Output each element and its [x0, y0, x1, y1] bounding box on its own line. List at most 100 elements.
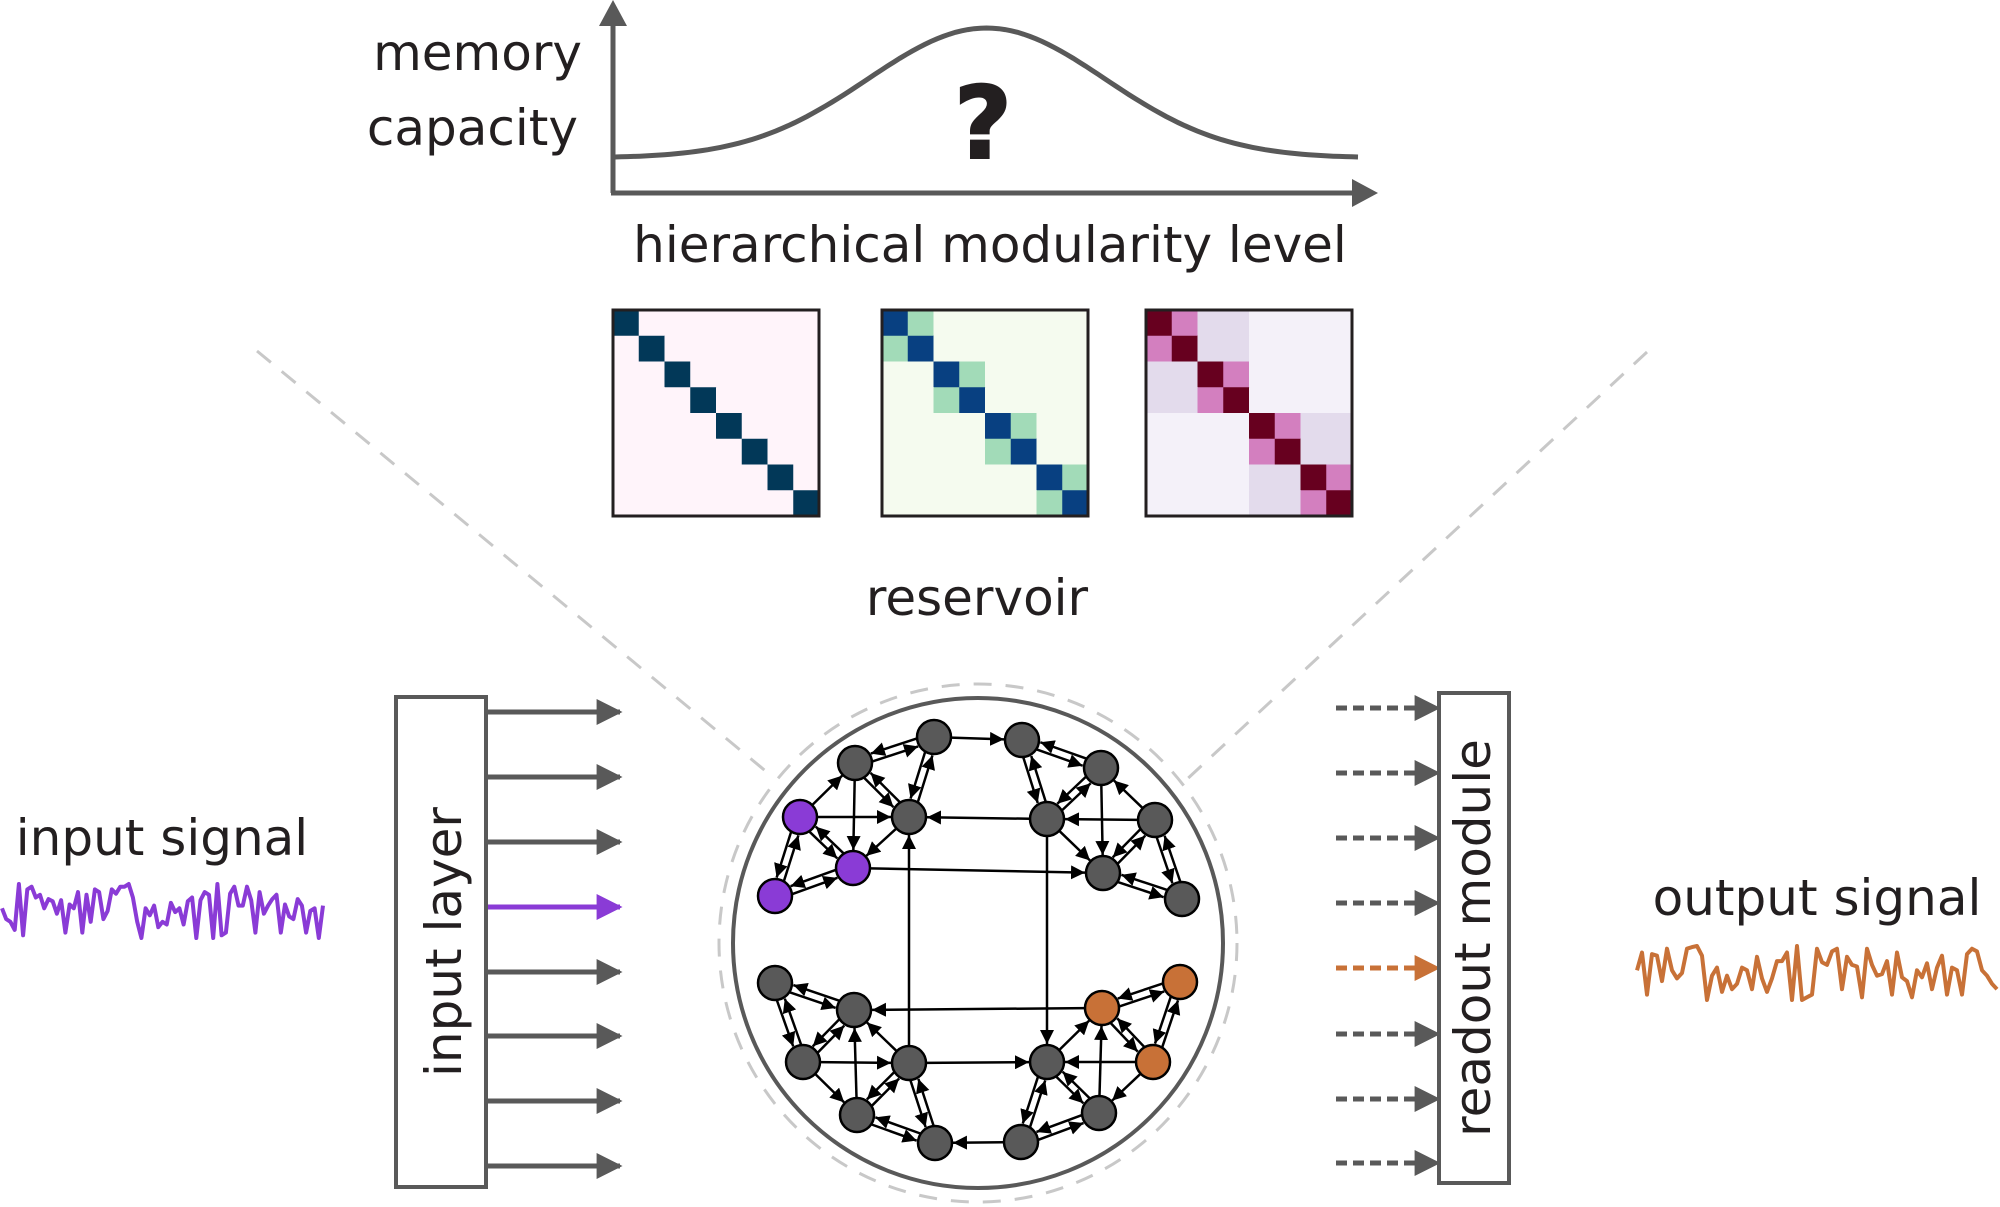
- matrix-cell: [1223, 387, 1250, 414]
- matrix-cell: [933, 413, 960, 440]
- matrix-cell: [985, 464, 1012, 491]
- edge-Q-N: [847, 1027, 862, 1099]
- matrix-cell: [741, 490, 768, 517]
- matrix-cell: [1146, 387, 1173, 414]
- matrix-cell: [959, 413, 986, 440]
- edge-G-I: [1022, 757, 1041, 804]
- matrix-cell: [1300, 387, 1327, 414]
- zoom-guide-left: [256, 349, 769, 775]
- edge-W-T: [1094, 1025, 1109, 1097]
- matrix-cell: [664, 490, 691, 517]
- matrix-cell: [1036, 490, 1063, 517]
- y-axis-arrowhead: [599, 0, 627, 26]
- matrix-cell: [1326, 438, 1353, 465]
- matrix-cell: [613, 413, 640, 440]
- output-signal-waveform: [1635, 944, 1999, 1002]
- readout-module-box: [1437, 691, 1511, 1185]
- matrix-cell: [793, 387, 820, 414]
- matrix-cell: [613, 438, 640, 465]
- input-node: [756, 877, 794, 915]
- matrix-cell: [664, 361, 691, 388]
- matrix-cell: [907, 387, 934, 414]
- reservoir-node: [890, 1044, 928, 1082]
- matrix-cell: [1062, 361, 1089, 388]
- matrix-cell: [1146, 310, 1173, 337]
- matrix-cell: [690, 361, 717, 388]
- matrix-cell: [767, 387, 794, 414]
- matrix-cell: [959, 361, 986, 388]
- matrix-cell: [638, 438, 665, 465]
- edge-H-K: [1095, 784, 1110, 856]
- edge-C-E: [865, 827, 898, 857]
- edge-I-H: [1061, 782, 1092, 812]
- matrix-cell: [1274, 438, 1301, 465]
- edge-B-C: [863, 776, 895, 808]
- matrix-cell: [613, 361, 640, 388]
- edge-A-B: [870, 737, 917, 756]
- matrix-cell: [1010, 438, 1037, 465]
- matrix-cell: [690, 490, 717, 517]
- matrix-cell: [959, 490, 986, 517]
- reservoir-node: [890, 798, 928, 836]
- matrix-cell: [767, 490, 794, 517]
- matrix-frame: [1144, 308, 1354, 518]
- matrix-cell: [933, 438, 960, 465]
- matrix-cell: [1223, 490, 1250, 517]
- matrix-cell: [933, 490, 960, 517]
- edge-A-G: [950, 731, 1005, 746]
- matrix-cell: [985, 413, 1012, 440]
- matrix-cell: [1249, 361, 1276, 388]
- matrix-cell: [1036, 413, 1063, 440]
- edge-I-K: [1058, 829, 1091, 862]
- matrix-cell: [1197, 335, 1224, 362]
- matrix-cell: [1300, 438, 1327, 465]
- matrix-frame: [611, 308, 821, 518]
- edge-F-E: [791, 875, 838, 896]
- edge-X-W: [1037, 1121, 1084, 1141]
- matrix-cell: [638, 361, 665, 388]
- matrix-cell: [741, 310, 768, 337]
- edge-V-S: [1161, 999, 1181, 1048]
- matrix-cell: [690, 438, 717, 465]
- readout-arrows: [1336, 695, 1441, 1176]
- matrix-cell: [690, 335, 717, 362]
- reservoir-node: [838, 1096, 876, 1134]
- edge-T-S: [1118, 989, 1165, 1008]
- input-signal-label: input signal: [16, 809, 308, 867]
- matrix-cell: [690, 413, 717, 440]
- matrix-cell: [882, 413, 909, 440]
- edge-R-Q: [874, 1115, 921, 1135]
- matrix-cell: [1036, 335, 1063, 362]
- matrix-cell: [741, 387, 768, 414]
- edge-F-D: [782, 834, 801, 882]
- matrix-cell: [1300, 464, 1327, 491]
- reservoir-zoom-outline: [717, 682, 1239, 1204]
- matrix-cell: [985, 361, 1012, 388]
- readout-module-label: readout module: [1444, 739, 1502, 1137]
- edge-B-E: [846, 779, 861, 851]
- matrix-cell: [1010, 413, 1037, 440]
- matrix-cell: [767, 310, 794, 337]
- edge-O-Q: [814, 1073, 846, 1104]
- edge-H-G: [1039, 740, 1087, 760]
- matrix-cell: [1223, 361, 1250, 388]
- matrix-cell: [1326, 387, 1353, 414]
- matrix-cell: [664, 310, 691, 337]
- matrix-cell: [793, 464, 820, 491]
- matrix-cell: [985, 335, 1012, 362]
- matrix-cell: [767, 464, 794, 491]
- output-node: [1083, 989, 1121, 1027]
- matrix-cell: [1223, 438, 1250, 465]
- edge-I-G: [1028, 755, 1047, 802]
- matrix-cell: [1171, 361, 1198, 388]
- edge-J-K: [1111, 828, 1142, 859]
- matrix-cell: [907, 438, 934, 465]
- matrix-cell: [664, 413, 691, 440]
- zoom-guide-right: [1182, 350, 1649, 784]
- matrix-cell: [933, 361, 960, 388]
- y-axis-label-line2: capacity: [367, 99, 578, 157]
- matrix-cell: [1326, 464, 1353, 491]
- edge-M-O: [775, 999, 796, 1047]
- matrix-cell: [1326, 335, 1353, 362]
